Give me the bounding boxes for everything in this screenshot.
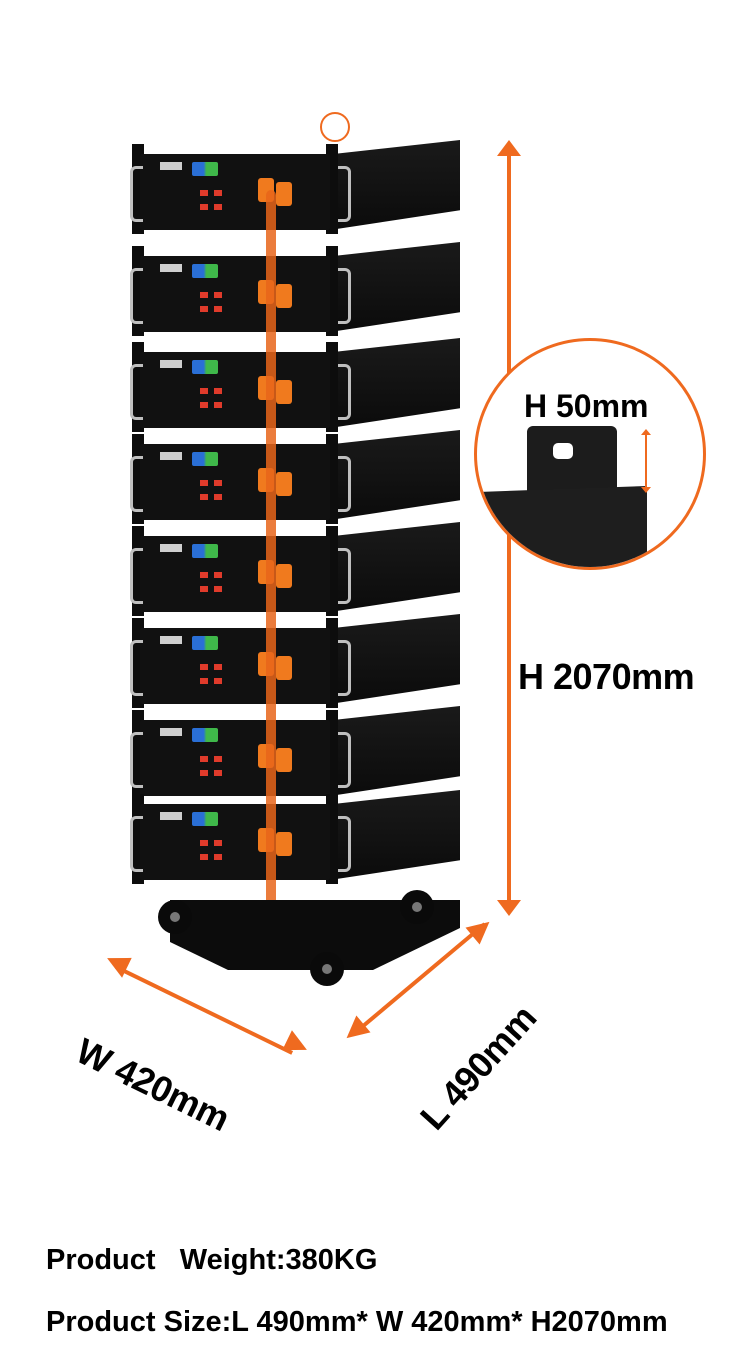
brand-logo-icon bbox=[192, 264, 218, 278]
circle-highlight-icon bbox=[320, 112, 350, 142]
power-cable bbox=[266, 190, 276, 910]
bracket-height-label: H 50mm bbox=[524, 388, 649, 424]
caster-wheel-icon bbox=[310, 952, 344, 986]
battery-module bbox=[130, 242, 470, 336]
battery-module bbox=[130, 430, 470, 524]
brand-logo-icon bbox=[192, 360, 218, 374]
width-label: W 420mm bbox=[70, 1030, 236, 1139]
brand-logo-icon bbox=[192, 162, 218, 176]
bracket-callout bbox=[474, 338, 706, 570]
battery-module bbox=[130, 790, 470, 884]
size-spec: Product Size:L 490mm* W 420mm* H2070mm bbox=[46, 1306, 668, 1338]
battery-module bbox=[130, 706, 470, 800]
battery-module bbox=[130, 522, 470, 616]
caster-wheel-icon bbox=[158, 900, 192, 934]
arrow-down-icon bbox=[497, 900, 521, 916]
arrow-right-icon bbox=[282, 1030, 312, 1060]
caster-wheel-icon bbox=[400, 890, 434, 924]
brand-logo-icon bbox=[192, 812, 218, 826]
arrow-up-icon bbox=[497, 140, 521, 156]
brand-logo-icon bbox=[192, 728, 218, 742]
height-label: H 2070mm bbox=[518, 656, 695, 697]
length-label: L 490mm bbox=[412, 997, 545, 1138]
battery-module bbox=[130, 140, 470, 234]
weight-spec: Product Weight:380KG bbox=[46, 1244, 378, 1276]
arrow-right-icon bbox=[465, 913, 497, 945]
double-arrow-icon bbox=[641, 429, 651, 493]
brand-logo-icon bbox=[192, 452, 218, 466]
battery-rack-image bbox=[130, 130, 470, 990]
bracket-icon bbox=[527, 426, 617, 496]
battery-module bbox=[130, 614, 470, 708]
battery-module bbox=[130, 338, 470, 432]
brand-logo-icon bbox=[192, 544, 218, 558]
brand-logo-icon bbox=[192, 636, 218, 650]
